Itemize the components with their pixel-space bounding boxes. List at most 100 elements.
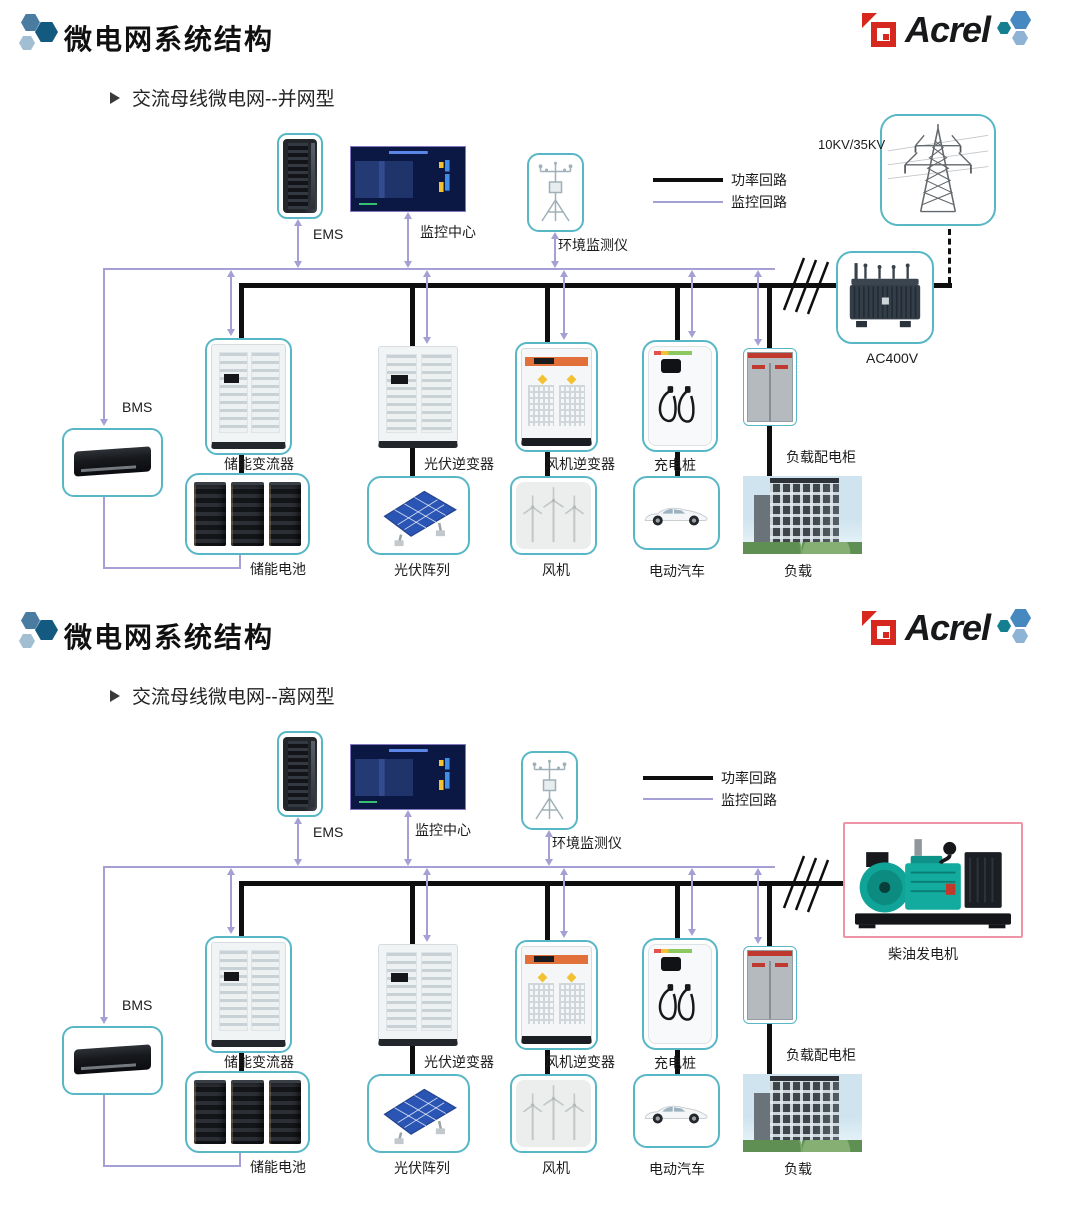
server-rack-icon: [283, 737, 317, 811]
charger-label: 充电桩: [654, 1055, 696, 1071]
ems-label: EMS: [313, 824, 344, 840]
subtitle-arrow-icon: [110, 689, 120, 702]
acrel-logo: Acrel: [862, 608, 1035, 648]
pv-array-box: [367, 476, 470, 555]
ev-box: [633, 1074, 720, 1148]
pcs-label: 储能变流器: [224, 1054, 294, 1070]
wind-turbine-box: [510, 476, 597, 555]
weather-station-icon: [533, 159, 578, 226]
bms-loop-line: [103, 567, 241, 569]
wind-inverter-label: 风机逆变器: [545, 1054, 615, 1070]
monitor-link-load-cabinet: [753, 868, 762, 944]
acrel-logo: Acrel: [862, 10, 1035, 50]
bms-loop-line: [239, 1145, 241, 1165]
legend-power-line: [653, 178, 723, 182]
pcs-box: [205, 338, 292, 455]
distribution-cabinet-icon: [747, 352, 793, 422]
battery-rack-icon: [191, 1077, 304, 1147]
diesel-generator-icon: [849, 828, 1017, 932]
legend-power-label: 功率回路: [721, 770, 777, 786]
wind-turbine-box: [510, 1074, 597, 1153]
env-monitor-box: [527, 153, 584, 232]
pv-inverter-label: 光伏逆变器: [424, 1054, 494, 1070]
battery-label: 储能电池: [250, 561, 306, 577]
monitor-center-label: 监控中心: [420, 224, 476, 240]
load-cabinet-label: 负载配电柜: [786, 449, 856, 465]
wind-inverter-label: 风机逆变器: [545, 456, 615, 472]
acrel-wordmark: Acrel: [905, 607, 991, 648]
monitor-link-wind-inverter: [559, 270, 568, 340]
env-monitor-box: [521, 751, 578, 830]
phase-slash-icon: [782, 855, 830, 913]
load-building-box: [743, 1074, 862, 1152]
monitor-link-pv-inverter: [422, 868, 431, 942]
monitor-center-label: 监控中心: [415, 822, 471, 838]
monitor-link-load-cabinet: [753, 270, 762, 346]
ems-box: [277, 133, 323, 219]
monitor-link-pcs: [226, 868, 235, 934]
legend-power-label: 功率回路: [731, 172, 787, 188]
load-label: 负载: [784, 1161, 812, 1177]
battery-box: [185, 473, 310, 555]
pv-inverter-box: [378, 346, 458, 448]
hexagon-icon: [19, 36, 35, 50]
hexagon-icon: [19, 634, 35, 648]
load-label: 负载: [784, 563, 812, 579]
monitor-link-weather: [544, 830, 553, 866]
slide-subtitle: 交流母线微电网--并网型: [110, 84, 335, 111]
ev-charger-icon: [648, 944, 712, 1044]
monitor-bus-line: [104, 866, 775, 868]
ev-box: [633, 476, 720, 550]
legend-monitor-line: [643, 798, 713, 800]
building-icon: [743, 476, 862, 554]
legend-monitor-label: 监控回路: [721, 792, 777, 808]
pv-array-box: [367, 1074, 470, 1153]
pv-array-label: 光伏阵列: [394, 562, 450, 578]
pcs-label: 储能变流器: [224, 456, 294, 472]
monitor-link-bms: [99, 268, 108, 426]
subtitle-arrow-icon: [110, 91, 120, 104]
transmission-tower-icon: [886, 120, 990, 220]
server-rack-icon: [283, 139, 317, 213]
charger-box: [642, 938, 718, 1050]
pv-inverter-box: [378, 944, 458, 1046]
grid-voltage-label: 10KV/35KV: [818, 137, 886, 152]
acrel-hexagons-icon: [997, 608, 1035, 648]
charger-box: [642, 340, 718, 452]
monitor-link-wind-inverter: [559, 868, 568, 938]
slide-subtitle: 交流母线微电网--离网型: [110, 682, 335, 709]
electric-car-icon: [639, 1080, 714, 1142]
monitor-link-pv-inverter: [422, 270, 431, 344]
load-cabinet-label: 负载配电柜: [786, 1047, 856, 1063]
bms-loop-line: [103, 1095, 105, 1166]
env-monitor-label: 环境监测仪: [552, 835, 622, 851]
wind-inverter-box: [515, 342, 598, 452]
pv-inverter-label: 光伏逆变器: [424, 456, 494, 472]
wind-turbine-label: 风机: [542, 562, 570, 578]
env-monitor-label: 环境监测仪: [558, 237, 628, 253]
page-title: 微电网系统结构: [64, 622, 275, 653]
power-bus-line: [241, 881, 843, 886]
header-hexagons-icon: [18, 612, 64, 656]
monitor-link-charger: [687, 868, 696, 936]
ems-label: EMS: [313, 226, 344, 242]
electric-car-icon: [639, 482, 714, 544]
inverter-cabinet-icon: [378, 346, 458, 448]
battery-rack-icon: [191, 479, 304, 549]
weather-station-icon: [527, 757, 572, 824]
diesel-generator-label: 柴油发电机: [888, 946, 958, 962]
transformer-box: [836, 251, 934, 344]
solar-panel-icon: [373, 1080, 464, 1147]
hexagon-icon: [21, 612, 40, 629]
monitor-link-screen: [403, 212, 412, 268]
legend-power-line: [643, 776, 713, 780]
ev-label: 电动汽车: [649, 1161, 705, 1177]
subtitle-text: 交流母线微电网--并网型: [132, 89, 335, 110]
ems-box: [277, 731, 323, 817]
power-stub-line: [930, 283, 952, 288]
transformer-label: AC400V: [866, 350, 919, 366]
acrel-logo-mark-icon: [862, 13, 898, 47]
hexagon-icon: [21, 14, 40, 31]
